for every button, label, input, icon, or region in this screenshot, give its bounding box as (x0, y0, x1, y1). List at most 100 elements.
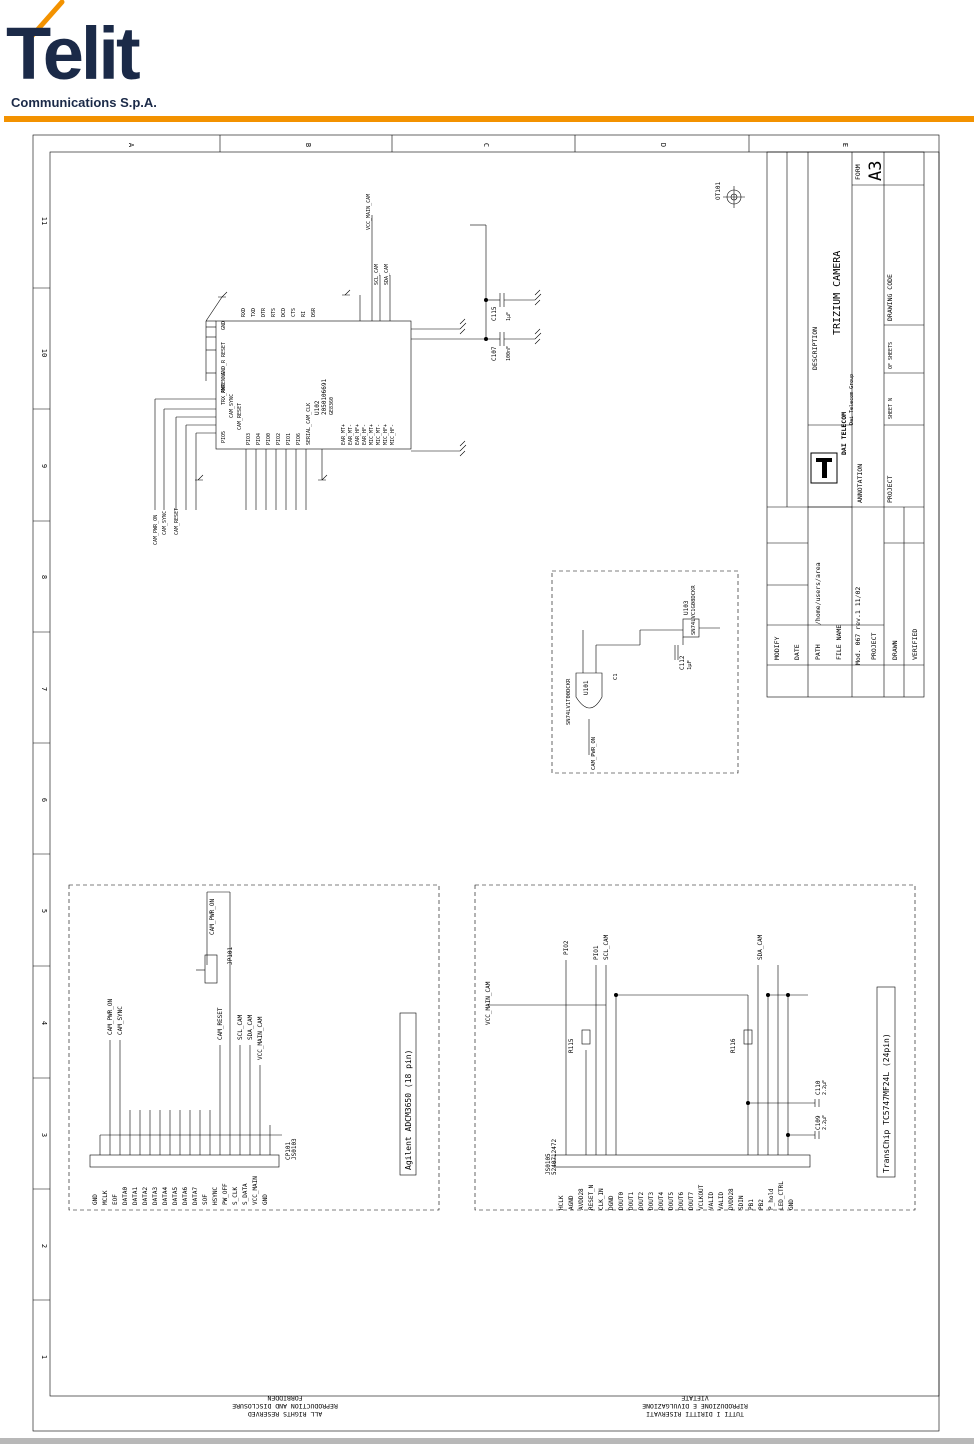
row-label: 1 (40, 1355, 48, 1359)
transchip-net: SCL_CAM (603, 934, 610, 960)
row-label: 6 (40, 798, 48, 802)
agilent-title: Agilent ADCM3650 (18 pin) (404, 1050, 413, 1170)
u102-pin: MIC_MT- (376, 424, 382, 445)
transchip-pin: DOUT5 (668, 1192, 675, 1210)
u101-labels: U101 SN74LV1T00DCKR C1 CAM_PWR_ON U103 S… (566, 585, 697, 770)
transchip-pin: HCLK (558, 1195, 565, 1210)
agilent-net: SCL_CAM (237, 1014, 244, 1040)
brand-subtitle: Communications S.p.A. (11, 95, 157, 110)
junction-dot (484, 298, 488, 302)
u101-gate (575, 618, 720, 755)
agilent-pin: S_DATA (242, 1183, 249, 1205)
u103-ref: U103 (683, 600, 690, 615)
u102-pin: MIC_HF+ (383, 424, 389, 445)
u102-pin: DSR (311, 307, 317, 317)
agilent-pin: DATA1 (132, 1187, 139, 1205)
column-label: C (482, 143, 490, 147)
u102-pin: CAM_SYNC (229, 394, 235, 418)
agilent-net: SDA_CAM (247, 1014, 254, 1040)
cap-value: 2.2µF (822, 1115, 828, 1130)
transchip-pin: DOUT7 (688, 1192, 695, 1210)
u101-ref: U101 (583, 680, 590, 695)
company-name: DAI TELECOM (840, 412, 848, 455)
dai-telecom-logo (810, 452, 838, 484)
agilent-pin: DATA4 (162, 1187, 169, 1205)
agilent-net: VCC_MAIN_CAM (257, 1016, 264, 1060)
column-label: A (127, 143, 135, 148)
u102-pin: RI (301, 311, 307, 317)
u102-pin: ANTENNA (221, 372, 227, 393)
bus-net: CAM_PWR_ON (153, 515, 159, 545)
agilent-pin: DATA2 (142, 1187, 149, 1205)
column-label: D (659, 143, 667, 147)
agilent-pin: EOF (112, 1194, 119, 1205)
cap-value: 1µF (687, 660, 693, 670)
jp101-ref: JP101 (227, 947, 234, 965)
bus-net: CAM_SYNC (162, 511, 168, 535)
u102-pin: PIO6 (296, 433, 302, 445)
drawn-label: DRAWN (891, 640, 899, 660)
agilent-pin-labels: GND MCLK EOF DATA0 DATA1 DATA2 DATA3 DAT… (92, 898, 298, 1205)
column-label: B (304, 143, 312, 147)
transchip-pin: PB1 (748, 1199, 755, 1210)
row-labels: 11 10 9 8 7 6 5 4 3 2 1 (40, 217, 48, 1359)
cap-ref: C107 (491, 346, 498, 361)
cap-ref: C112 (679, 655, 686, 670)
cap-ref: C110 (815, 1080, 822, 1095)
notice-line: TUTTI I DIRITTI RISERVATI (646, 1410, 744, 1418)
company-group: Dai Telecom Group (849, 374, 855, 425)
transchip-pin: DOUT3 (648, 1192, 655, 1210)
transchip-pin: GND (788, 1199, 795, 1210)
u101-input-net: CAM_PWR_ON (591, 737, 597, 770)
agilent-connector (89, 891, 282, 1168)
power-switch-block (551, 570, 739, 774)
project-label: PROJECT (886, 476, 894, 503)
bus-net: CAM_RESET (174, 508, 180, 535)
row-label: 8 (40, 575, 48, 579)
file-name-value: Mod. 067 rev.1 11/02 (854, 587, 862, 665)
agilent-pin: VCC_MAIN (252, 1176, 259, 1205)
resistor-ref: R116 (730, 1038, 737, 1053)
u102-pin: MIC_HF- (390, 424, 396, 445)
cap-value: 2.2µF (822, 1080, 828, 1095)
transchip-pin: AVDD28 (578, 1188, 585, 1210)
transchip-connector-ref: JS0105 (545, 1153, 552, 1175)
drawing-code-label: DRAWING CODE (886, 274, 894, 321)
u102-pin: PIO5 (221, 431, 227, 443)
copyright-notice-en: ALL RIGHTS RESERVED REPRODUCTION AND DIS… (232, 1394, 338, 1418)
row-label: 11 (40, 217, 48, 225)
junction-dot (484, 337, 488, 341)
u102-pin: SERIAL_CAM_CLK (306, 403, 312, 445)
sheet-label: SHEET N (888, 398, 894, 419)
title-block (766, 151, 925, 698)
agilent-title-box (399, 1012, 417, 1176)
transchip-pin: DOUT2 (638, 1192, 645, 1210)
row-label: 10 (40, 349, 48, 357)
transchip-pin: P_hold (768, 1188, 775, 1210)
transchip-pin: LED_CTRL (778, 1181, 785, 1210)
modify-label: MODIFY (773, 636, 781, 660)
agilent-pin: GND (262, 1194, 269, 1205)
jp101-net: CAM_PWR_ON (209, 898, 216, 935)
u102-pin: GND_R (221, 359, 227, 375)
form-label: FORM (854, 164, 862, 180)
agilent-pin: HSYNC (212, 1187, 219, 1205)
transchip-pin-labels: HCLK AGND AVDD28 RESET_N CLK_IN DGND DOU… (485, 934, 828, 1210)
u102-pin: PIO2 (276, 433, 282, 445)
transchip-connector (488, 960, 820, 1168)
annotation-label: ANNOTATION (856, 464, 864, 503)
row-label: 2 (40, 1244, 48, 1248)
path-label: PATH (814, 644, 822, 660)
transchip-title-box (876, 986, 896, 1178)
row-label: 5 (40, 909, 48, 913)
u102-pin: RESET (221, 342, 227, 357)
copyright-notice-it: TUTTI I DIRITTI RISERVATI RIPRODUZIONE E… (642, 1394, 748, 1418)
agilent-net: CAM_SYNC (117, 1006, 124, 1035)
of-sheets-label: OF SHEETS (888, 342, 894, 369)
notice-line: REPRODUCTION AND DISCLOSURE (232, 1402, 338, 1410)
u102-pin: EAR_HF+ (355, 424, 361, 445)
u102-pin: PIO4 (256, 433, 262, 445)
transchip-pin: CLK_IN (598, 1188, 605, 1210)
footer-bar (0, 1438, 974, 1444)
verified-label: VERIFIED (911, 629, 919, 660)
